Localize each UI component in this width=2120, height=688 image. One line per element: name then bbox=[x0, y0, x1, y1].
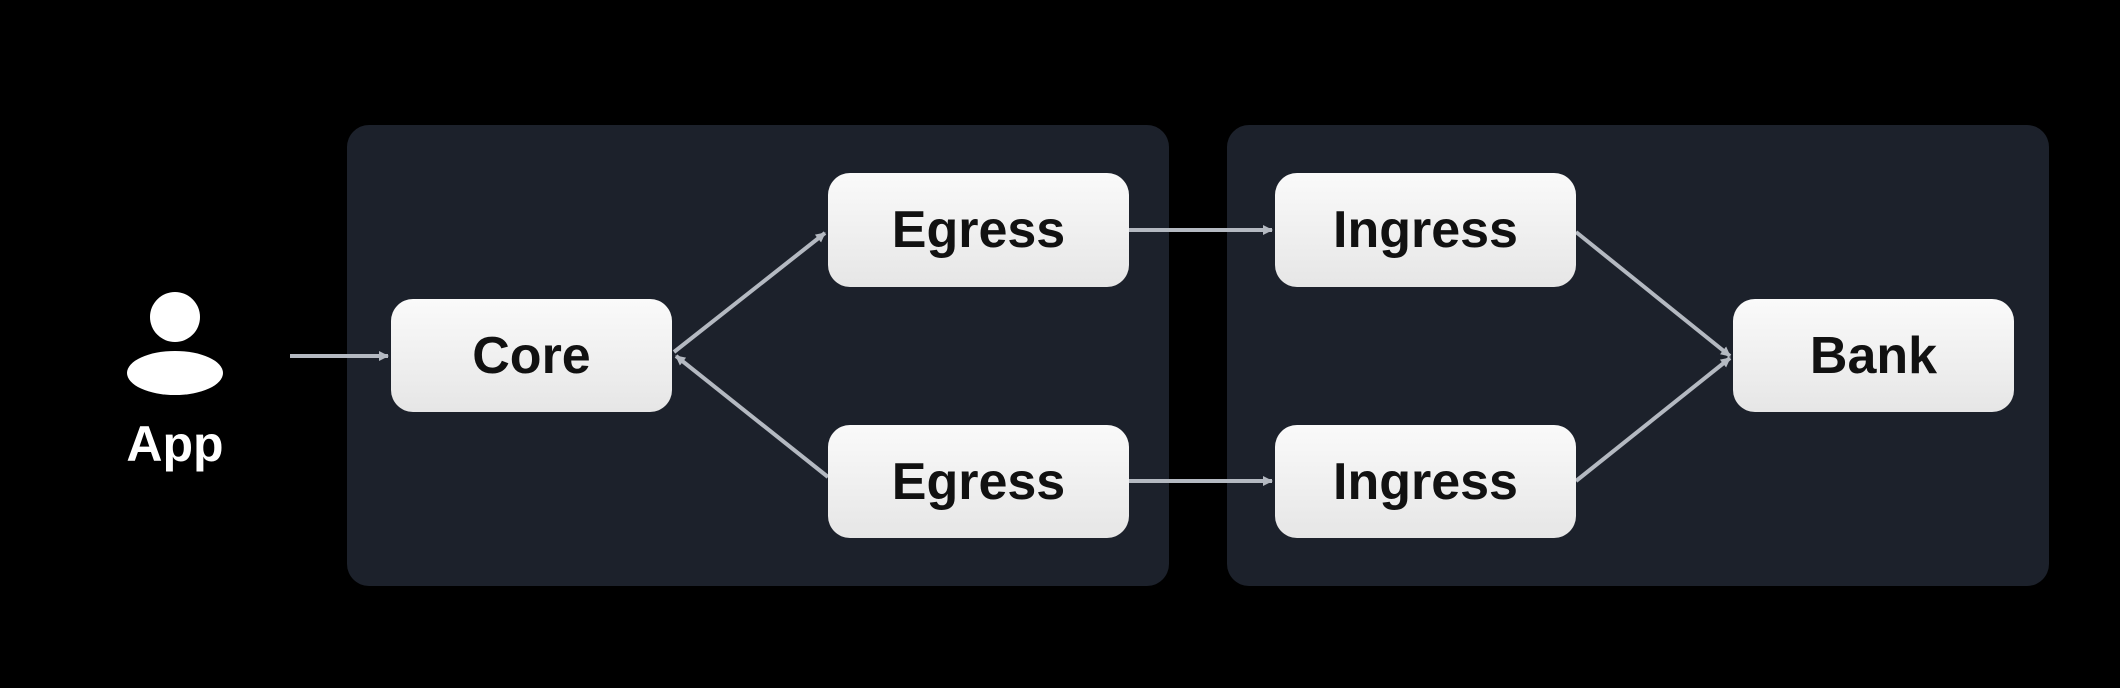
person-icon bbox=[127, 292, 223, 395]
app-label: App bbox=[126, 416, 224, 472]
ingress-node-top: Ingress bbox=[1275, 173, 1576, 287]
edge-ingress-top-to-bank bbox=[1574, 230, 1732, 358]
core-node: Core bbox=[391, 299, 672, 412]
app-actor: App bbox=[110, 285, 240, 475]
bank-node: Bank bbox=[1733, 299, 2014, 412]
edge-ingress-bottom-to-bank bbox=[1574, 356, 1732, 483]
edge-core-to-egress-top bbox=[672, 231, 827, 354]
ingress-node-bottom: Ingress bbox=[1275, 425, 1576, 538]
edge-egress-bottom-to-core bbox=[674, 354, 830, 479]
egress-node-bottom: Egress bbox=[828, 425, 1129, 538]
egress-node-top: Egress bbox=[828, 173, 1129, 287]
